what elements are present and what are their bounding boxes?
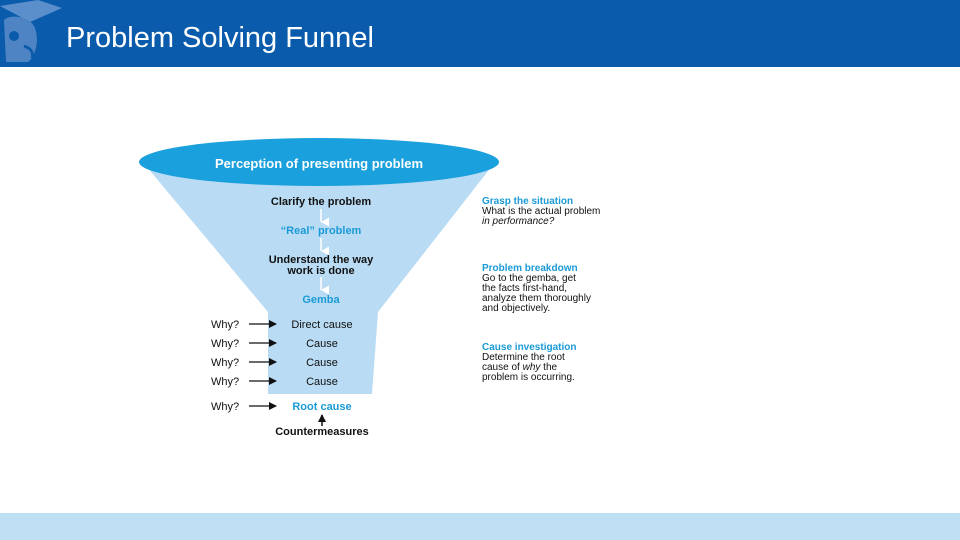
why-label: Why? (211, 338, 239, 350)
why-label: Why? (211, 319, 239, 331)
note-line: What is the actual problem (482, 206, 600, 217)
cause-1: Cause (306, 338, 338, 350)
why-row-root: Why? Root cause (211, 401, 352, 413)
note-line: analyze them thoroughly (482, 293, 591, 304)
cause-2: Cause (306, 357, 338, 369)
step-gemba: Gemba (302, 294, 340, 306)
note-line: problem is occurring. (482, 372, 575, 383)
slide-title: Problem Solving Funnel (66, 22, 374, 54)
why-row-cause-2: Why? Cause (211, 357, 338, 369)
note-heading: Grasp the situation (482, 196, 573, 207)
cause-root: Root cause (292, 401, 351, 413)
graduation-logo-icon (0, 0, 62, 62)
note-line: the facts first-hand, (482, 283, 567, 294)
why-row-direct: Why? Direct cause (211, 319, 353, 331)
funnel-top-label: Perception of presenting problem (215, 156, 423, 171)
cause-direct: Direct cause (291, 319, 352, 331)
note-line-mixed: cause of why the (482, 362, 558, 373)
note-problem-breakdown: Problem breakdown Go to the gemba, get t… (482, 263, 591, 314)
note-heading: Cause investigation (482, 342, 576, 353)
note-line: Determine the root (482, 352, 565, 363)
countermeasures-label: Countermeasures (275, 426, 369, 438)
note-text: cause of (482, 362, 523, 373)
step-real-problem: “Real” problem (281, 225, 362, 237)
cause-3: Cause (306, 376, 338, 388)
funnel-body (146, 166, 492, 394)
step-understand-line2: work is done (286, 265, 354, 277)
step-understand-line1: Understand the way (269, 254, 374, 266)
note-line: in performance? (482, 216, 555, 227)
note-text-italic: why (523, 362, 542, 373)
footer-band (0, 513, 960, 540)
why-label: Why? (211, 357, 239, 369)
why-label: Why? (211, 376, 239, 388)
note-cause-investigation: Cause investigation Determine the root c… (482, 342, 576, 383)
why-row-cause-1: Why? Cause (211, 338, 338, 350)
funnel-top-ellipse (139, 138, 499, 186)
step-clarify: Clarify the problem (271, 196, 371, 208)
note-heading: Problem breakdown (482, 263, 578, 274)
why-row-cause-3: Why? Cause (211, 376, 338, 388)
note-grasp-situation: Grasp the situation What is the actual p… (482, 196, 600, 227)
title-bar: Problem Solving Funnel (0, 0, 960, 67)
note-line: Go to the gemba, get (482, 273, 576, 284)
note-text: the (540, 362, 557, 373)
why-label: Why? (211, 401, 239, 413)
note-line: and objectively. (482, 303, 550, 314)
